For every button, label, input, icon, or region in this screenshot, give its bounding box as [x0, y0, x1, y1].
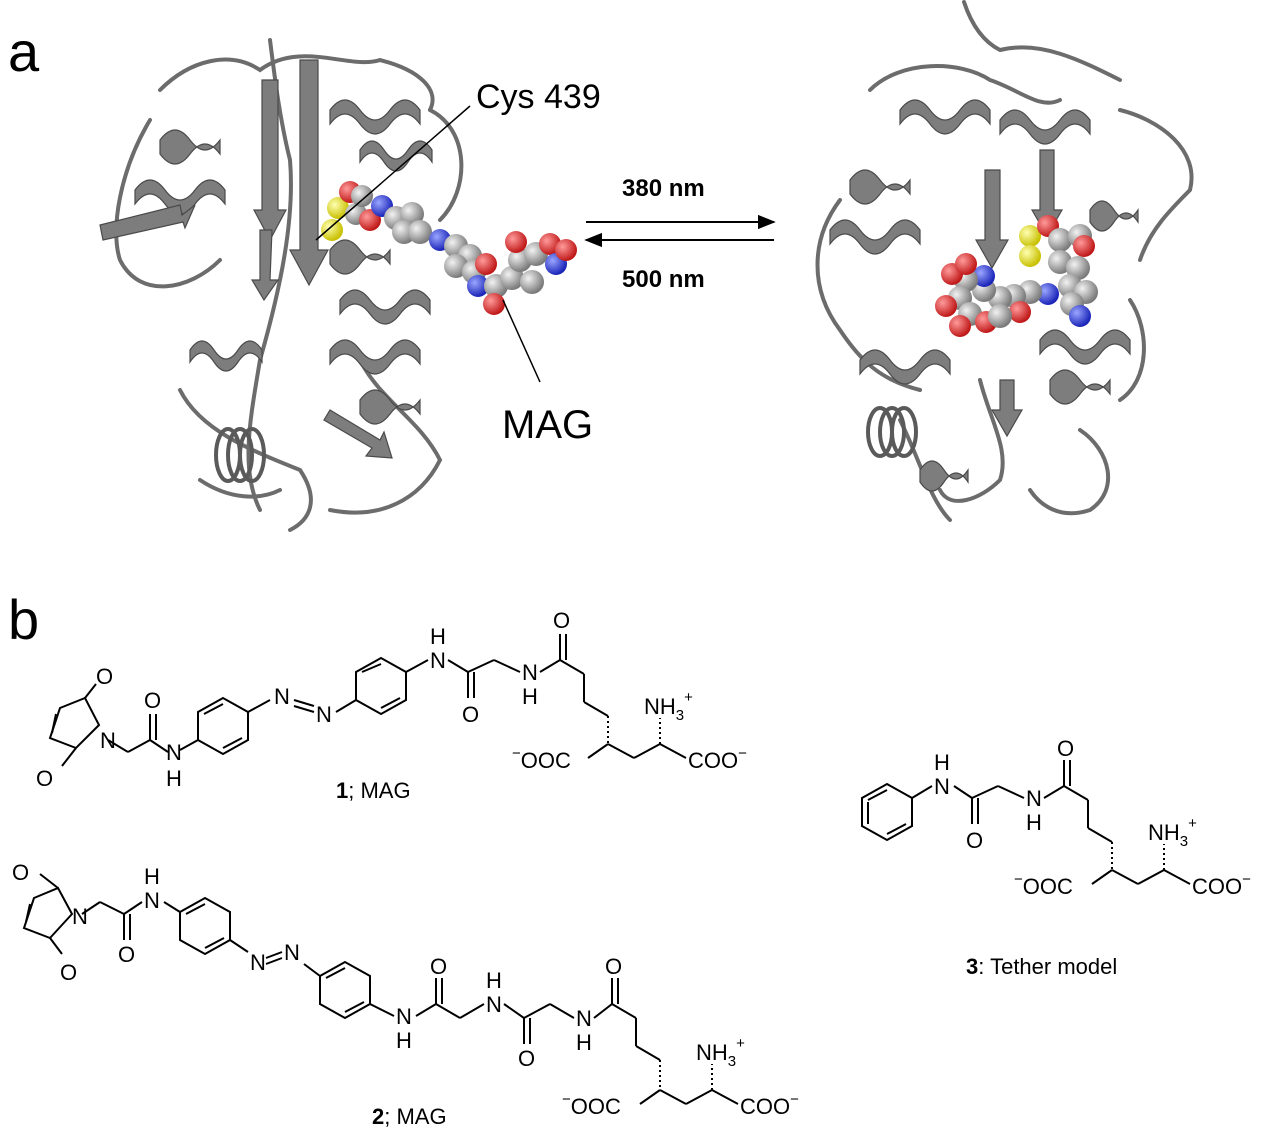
mag-ligand-open [321, 181, 577, 315]
atom-label: N [430, 648, 446, 673]
atom-label: N [284, 940, 300, 965]
panel-label-a: a [8, 20, 40, 83]
compound-2-caption: 2; MAG [372, 1104, 447, 1129]
atom-label: O [553, 608, 570, 633]
atom-label: O [518, 1046, 535, 1071]
carboxylate-label: COO− [1192, 871, 1251, 899]
atom-label: N [576, 1006, 592, 1031]
atom-label: H [430, 624, 446, 649]
atom-label: N [486, 992, 502, 1017]
atom-label: O [60, 960, 77, 985]
atom-label: N [72, 904, 88, 929]
carboxylate-label: COO− [688, 745, 747, 773]
atom-label: N [396, 1004, 412, 1029]
atom-label: N [166, 740, 182, 765]
panel-label-b: b [8, 588, 40, 651]
compound-1-structure [48, 634, 687, 767]
carboxylate-label: COO− [740, 1091, 799, 1119]
compound-3-caption: 3: Tether model [966, 954, 1117, 979]
mag-ligand-closed [935, 215, 1098, 337]
atom-label: H [934, 750, 950, 775]
mag-label: MAG [502, 403, 593, 447]
atom-label: H [396, 1028, 412, 1053]
cys439-label: Cys 439 [476, 78, 601, 116]
atom-label: N [100, 728, 116, 753]
protein-structure-open [99, 38, 464, 532]
protein-structure-closed [815, 0, 1194, 522]
ammonium-label: NH3+ [696, 1035, 745, 1070]
atom-label: O [462, 702, 479, 727]
atom-label: N [316, 702, 332, 727]
atom-label: O [118, 942, 135, 967]
atom-label: O [966, 828, 983, 853]
atom-label: O [430, 954, 447, 979]
atom-label: N [144, 888, 160, 913]
compound-2-structure [22, 873, 739, 1105]
mag-callout-line [502, 299, 541, 383]
atom-label: H [144, 864, 160, 889]
atom-label: O [605, 954, 622, 979]
atom-label: O [12, 860, 29, 885]
wavelength-380-label: 380 nm [622, 175, 705, 202]
atom-label: O [96, 664, 113, 689]
atom-label: N [1026, 786, 1042, 811]
atom-label: O [36, 766, 53, 791]
compound-1-caption: 1; MAG [336, 778, 411, 803]
atom-label: H [1026, 810, 1042, 835]
atom-label: H [166, 766, 182, 791]
wavelength-500-label: 500 nm [622, 266, 705, 293]
carboxylate-label: −OOC [512, 745, 571, 773]
atom-label: N [250, 950, 266, 975]
atom-label: H [576, 1030, 592, 1055]
carboxylate-label: −OOC [562, 1091, 621, 1119]
atom-label: N [274, 684, 290, 709]
cys-callout-line [315, 105, 471, 241]
atom-label: O [144, 688, 161, 713]
compound-3-structure [861, 760, 1191, 885]
atom-label: O [1057, 736, 1074, 761]
atom-label: N [522, 660, 538, 685]
ammonium-label: NH3+ [644, 689, 693, 724]
carboxylate-label: −OOC [1014, 871, 1073, 899]
ammonium-label: NH3+ [1148, 815, 1197, 850]
atom-label: H [522, 684, 538, 709]
atom-label: N [934, 774, 950, 799]
atom-label: H [486, 968, 502, 993]
